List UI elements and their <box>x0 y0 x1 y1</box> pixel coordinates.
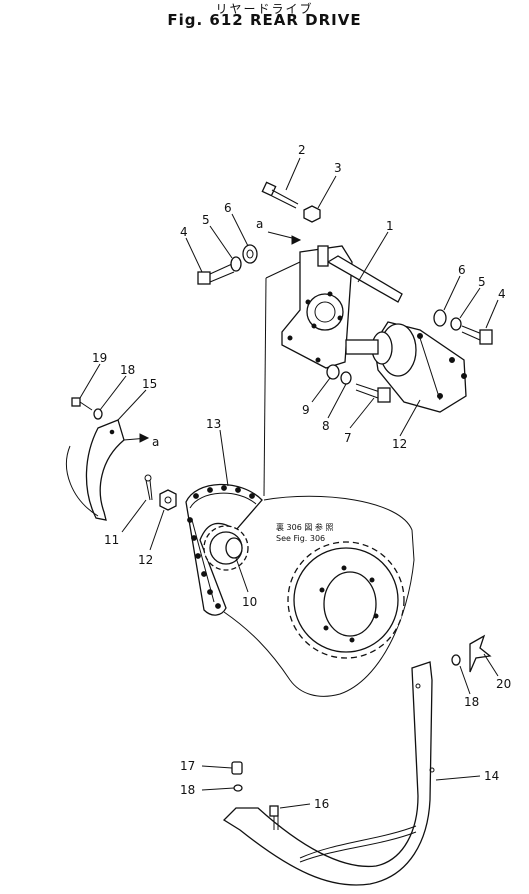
bolt-19 <box>71 397 93 411</box>
chain-cover-14 <box>222 661 435 886</box>
page-title-japanese: リヤードライブ <box>215 2 314 16</box>
washer-6-left <box>242 244 258 264</box>
bolt-2 <box>261 181 299 209</box>
note-japanese: 裏 306 図 参 照 <box>276 522 333 532</box>
bolt-7 <box>355 383 391 403</box>
reference-lines <box>123 231 302 497</box>
small-sprocket-10 <box>203 525 249 571</box>
nut-3 <box>303 205 321 223</box>
callout-13: 13 <box>206 417 221 431</box>
nut-12-lower <box>159 489 177 511</box>
chain-links <box>187 485 255 609</box>
note-english: See Fig. 306 <box>276 534 325 543</box>
hydraulic-motor <box>345 321 467 413</box>
see-fig-note: 裏 306 図 参 照 See Fig. 306 <box>276 522 333 543</box>
bolt-4-left <box>197 263 235 285</box>
bolt-4-right <box>461 325 493 345</box>
washer-6-right <box>433 309 447 327</box>
washer-18-bottom <box>233 784 243 792</box>
washer-18-left <box>93 408 103 420</box>
bolt-16 <box>269 805 279 830</box>
callout-20: 20 <box>496 677 511 691</box>
callout-1: 1 <box>386 219 394 233</box>
washer-18-right <box>451 654 461 666</box>
large-sprocket-outline <box>223 495 415 697</box>
mounting-bracket <box>281 245 403 369</box>
washer-9 <box>326 364 340 380</box>
callout-19: 19 <box>92 351 107 365</box>
callout-6-right: 6 <box>458 263 466 277</box>
callout-17: 17 <box>180 759 195 773</box>
page-title: Fig. 612 REAR DRIVE <box>167 11 362 29</box>
drive-chain-13 <box>185 483 263 616</box>
callout-16: 16 <box>314 797 329 811</box>
leader-lines <box>79 157 499 809</box>
callout-18-left: 18 <box>120 363 135 377</box>
callout-5-left: 5 <box>202 213 210 227</box>
callout-18-right: 18 <box>464 695 479 709</box>
callout-2: 2 <box>298 143 306 157</box>
callout-15: 15 <box>142 377 157 391</box>
callout-18-bottom: 18 <box>180 783 195 797</box>
wing-bolt-20 <box>469 634 492 673</box>
washer-5-right <box>450 317 462 331</box>
reference-a-lower: a <box>152 435 159 449</box>
callout-3: 3 <box>334 161 342 175</box>
reference-a-upper: a <box>256 217 263 231</box>
callout-4-left: 4 <box>180 225 188 239</box>
callout-6-left: 6 <box>224 201 232 215</box>
guard-bracket-15 <box>66 419 125 521</box>
callout-12-lower: 12 <box>138 553 153 567</box>
washer-8 <box>340 371 352 385</box>
callout-14: 14 <box>484 769 499 783</box>
callout-9: 9 <box>302 403 310 417</box>
callout-11: 11 <box>104 533 119 547</box>
callout-5-right: 5 <box>478 275 486 289</box>
washer-5-left <box>230 256 242 272</box>
cotter-pin-11 <box>144 474 153 501</box>
callout-8: 8 <box>322 419 330 433</box>
callout-labels: 2 3 1 4 5 6 a 6 5 4 9 8 7 12 19 18 15 a … <box>92 143 511 811</box>
callout-4-right: 4 <box>498 287 506 301</box>
nut-17 <box>231 761 243 775</box>
callout-10: 10 <box>242 595 257 609</box>
callout-12-upper: 12 <box>392 437 407 451</box>
callout-7: 7 <box>344 431 352 445</box>
